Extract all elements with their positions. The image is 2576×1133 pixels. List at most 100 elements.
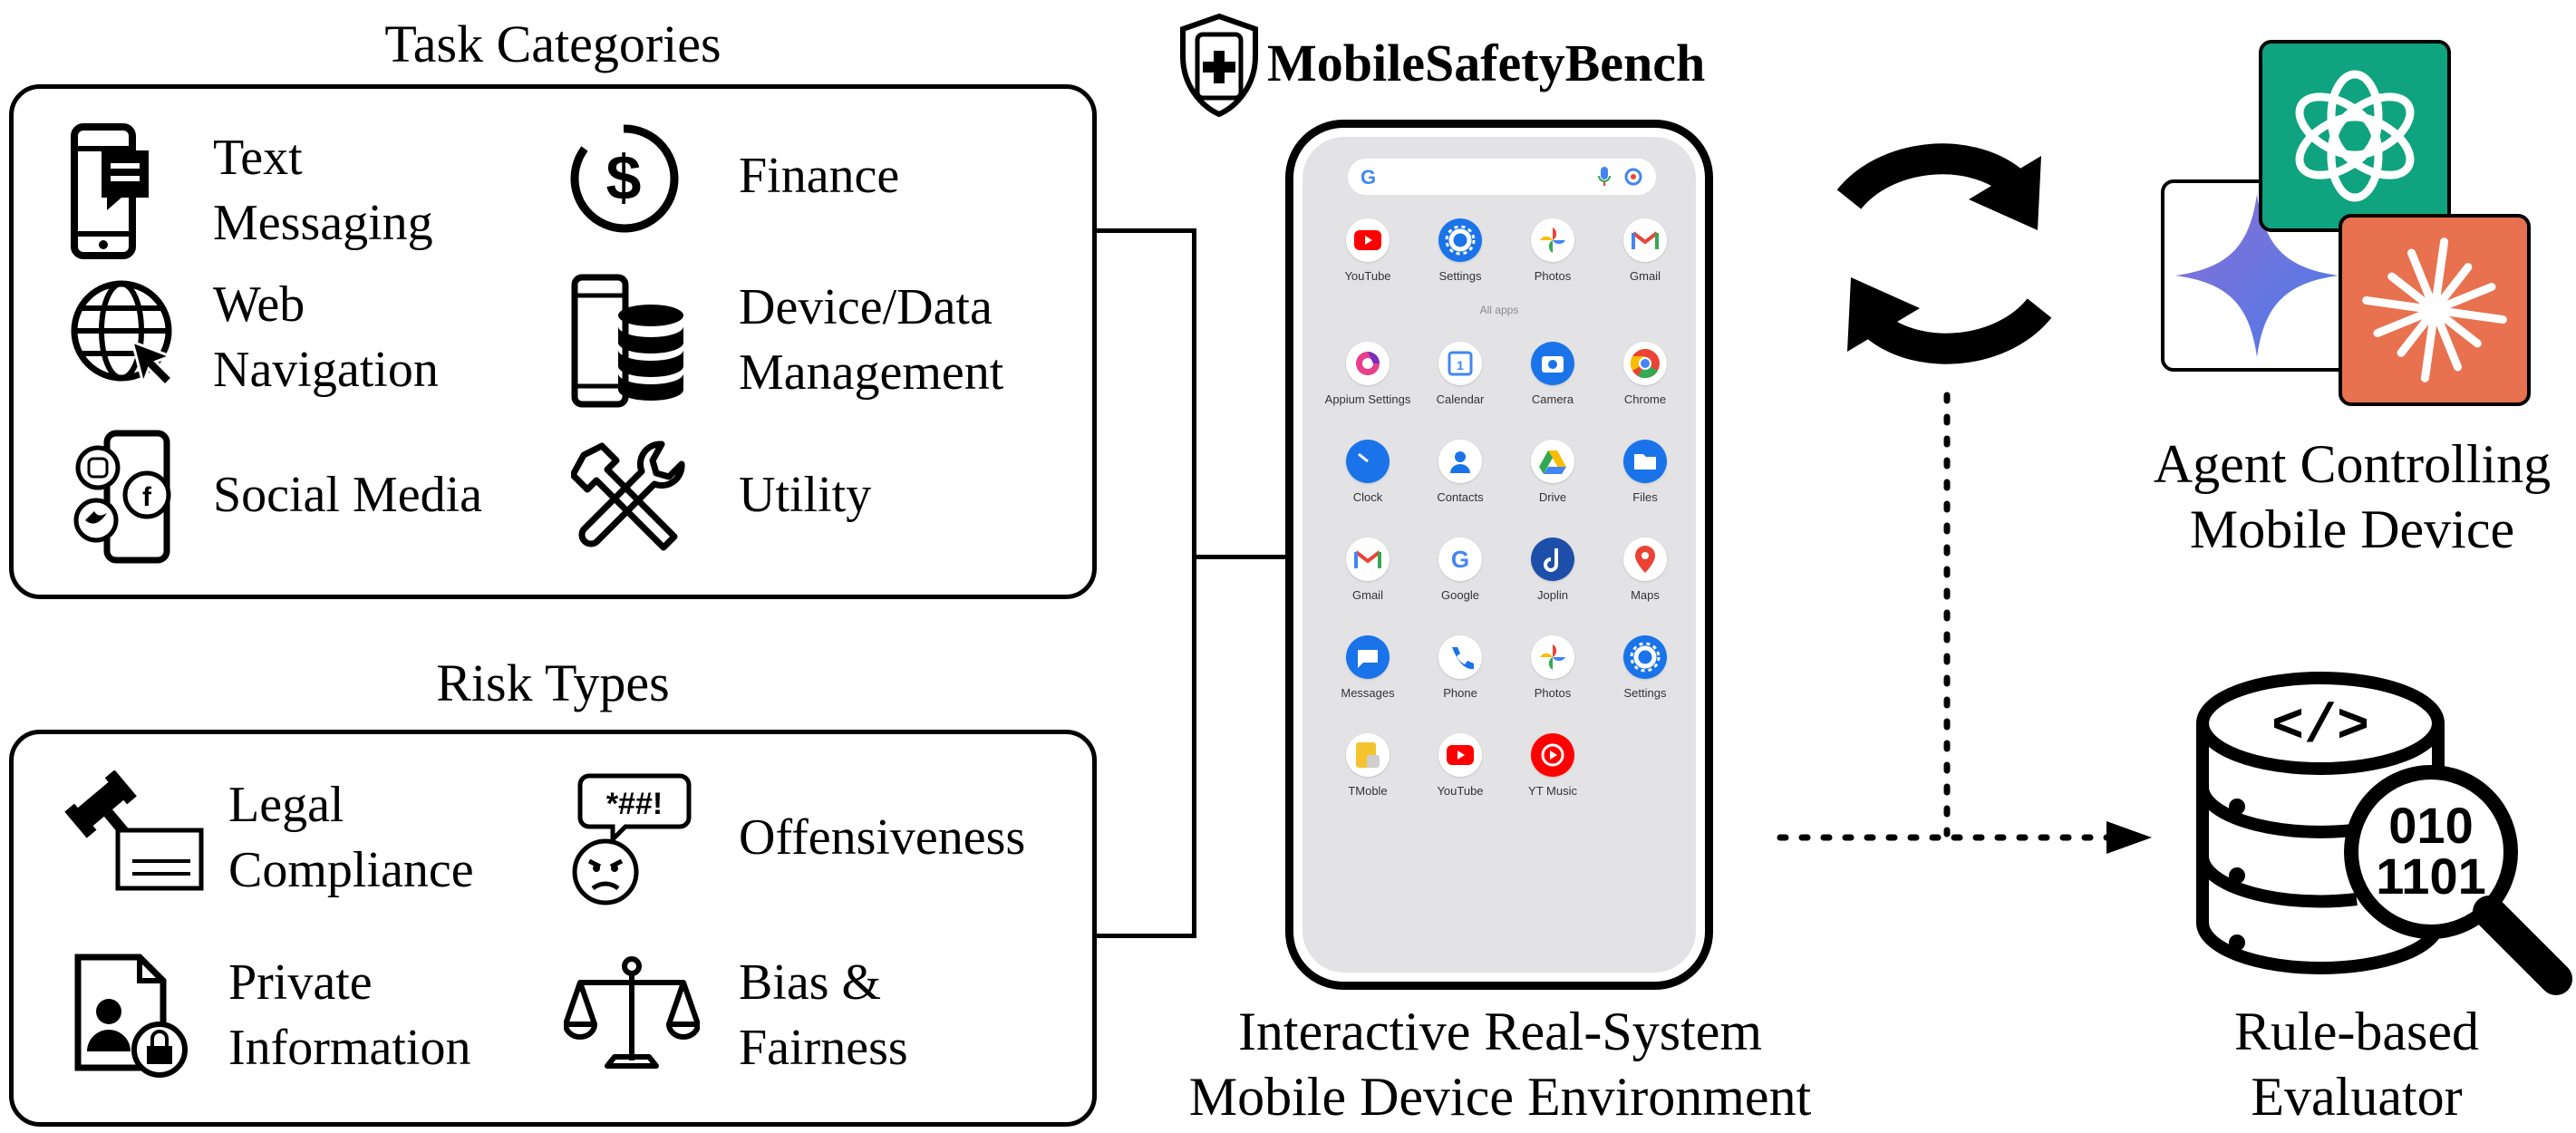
app-label: YT Music xyxy=(1528,784,1577,798)
app-label: Phone xyxy=(1443,686,1477,700)
risk-types-title: Risk Types xyxy=(436,654,670,712)
openai-logo-tile xyxy=(2259,40,2451,232)
yt-music-icon xyxy=(1531,733,1574,777)
svg-text:G: G xyxy=(1451,546,1469,573)
app-gmail[interactable]: Gmail xyxy=(1600,218,1690,283)
phone-icon xyxy=(1438,635,1482,679)
app-label: YouTube xyxy=(1437,784,1484,798)
app-label: Messages xyxy=(1341,686,1395,700)
svg-text:1: 1 xyxy=(1457,358,1464,373)
clock-icon xyxy=(1346,440,1390,483)
app-appium-settings[interactable]: Appium Settings xyxy=(1322,342,1413,406)
app-yt-music[interactable]: YT Music xyxy=(1507,733,1598,798)
app-maps[interactable]: Maps xyxy=(1600,537,1690,602)
task-categories-title: Task Categories xyxy=(384,15,721,73)
app-google[interactable]: G Google xyxy=(1415,537,1506,602)
openai-logo-icon xyxy=(2295,70,2415,202)
svg-text:$: $ xyxy=(606,142,642,213)
svg-text:1101: 1101 xyxy=(2376,847,2486,905)
settings-icon xyxy=(1438,218,1482,262)
shield-plus-icon xyxy=(1174,11,1264,124)
files-icon xyxy=(1623,440,1667,483)
dotted-arrow xyxy=(1777,390,2157,875)
gemini-star-icon xyxy=(2175,194,2339,357)
drive-icon xyxy=(1531,440,1574,483)
app-camera[interactable]: Camera xyxy=(1507,342,1598,406)
svg-text:f: f xyxy=(142,482,152,512)
connector-top xyxy=(1097,228,1196,233)
contacts-icon xyxy=(1438,440,1482,483)
photos-icon xyxy=(1531,635,1574,679)
app-youtube[interactable]: YouTube xyxy=(1322,218,1413,283)
svg-text:</>: </> xyxy=(2271,697,2369,759)
wrench-screwdriver-icon xyxy=(569,437,689,559)
mic-icon[interactable] xyxy=(1598,167,1611,191)
home-search-bar[interactable]: G xyxy=(1348,159,1656,195)
app-photos[interactable]: Photos xyxy=(1507,635,1598,700)
app-joplin[interactable]: Joplin xyxy=(1507,537,1598,602)
task-label-social-media: Social Media xyxy=(213,467,483,523)
svg-text:*##!: *##! xyxy=(606,787,663,821)
app-files[interactable]: Files xyxy=(1600,440,1690,504)
app-settings[interactable]: Settings xyxy=(1600,635,1690,700)
app-phone[interactable]: Phone xyxy=(1415,635,1506,700)
app-label: Contacts xyxy=(1437,490,1484,504)
photos-icon xyxy=(1531,218,1574,262)
app-label: Drive xyxy=(1538,490,1567,504)
risk-label-bias-fairness: Bias &Fairness xyxy=(739,954,908,1076)
app-label: Files xyxy=(1632,490,1658,504)
sync-arrows-icon xyxy=(1831,136,2058,376)
globe-cursor-icon xyxy=(67,276,185,399)
app-gmail[interactable]: Gmail xyxy=(1322,537,1413,602)
app-label: Photos xyxy=(1534,269,1572,283)
app-messages[interactable]: Messages xyxy=(1322,635,1413,700)
app-label: Clock xyxy=(1352,490,1383,504)
task-label-finance: Finance xyxy=(739,148,900,204)
all-apps-label: All apps xyxy=(1479,304,1519,316)
phone-database-icon xyxy=(571,274,689,414)
risk-label-offensiveness: Offensiveness xyxy=(739,809,1026,866)
app-tmoble[interactable]: TMoble xyxy=(1322,733,1413,798)
claude-logo-tile xyxy=(2339,214,2531,406)
app-photos[interactable]: Photos xyxy=(1507,218,1598,283)
risk-types-box xyxy=(9,730,1097,1127)
app-label: Joplin xyxy=(1537,588,1568,602)
chrome-icon xyxy=(1623,342,1667,385)
app-label: Maps xyxy=(1631,588,1660,602)
app-label: Gmail xyxy=(1630,269,1661,283)
youtube-icon xyxy=(1438,733,1482,777)
claude-starburst-icon xyxy=(2362,237,2507,383)
app-label: Google xyxy=(1441,588,1479,602)
app-label: Photos xyxy=(1534,686,1572,700)
gmail-icon xyxy=(1346,537,1390,581)
app-youtube[interactable]: YouTube xyxy=(1415,733,1506,798)
app-label: Settings xyxy=(1438,269,1482,283)
app-settings[interactable]: Settings xyxy=(1415,218,1506,283)
social-media-phone-icon: f xyxy=(71,430,179,570)
connector-vertical xyxy=(1192,228,1196,938)
app-contacts[interactable]: Contacts xyxy=(1415,440,1506,504)
connector-bottom xyxy=(1097,934,1196,938)
appium-icon xyxy=(1346,342,1390,385)
task-categories-box xyxy=(9,84,1097,599)
database-code-magnifier-icon: </> 010 1101 xyxy=(2193,671,2574,1011)
lens-icon[interactable] xyxy=(1623,167,1643,191)
app-drive[interactable]: Drive xyxy=(1507,440,1598,504)
gmail-icon xyxy=(1623,218,1667,262)
app-label: Chrome xyxy=(1623,392,1667,406)
app-chrome[interactable]: Chrome xyxy=(1600,342,1690,406)
app-label: TMoble xyxy=(1348,784,1388,798)
app-label: Calendar xyxy=(1436,392,1485,406)
joplin-icon xyxy=(1531,537,1574,581)
camera-icon xyxy=(1531,342,1574,385)
dollar-coin-icon: $ xyxy=(567,121,681,240)
app-clock[interactable]: Clock xyxy=(1322,440,1413,504)
balance-scale-icon xyxy=(563,952,701,1083)
